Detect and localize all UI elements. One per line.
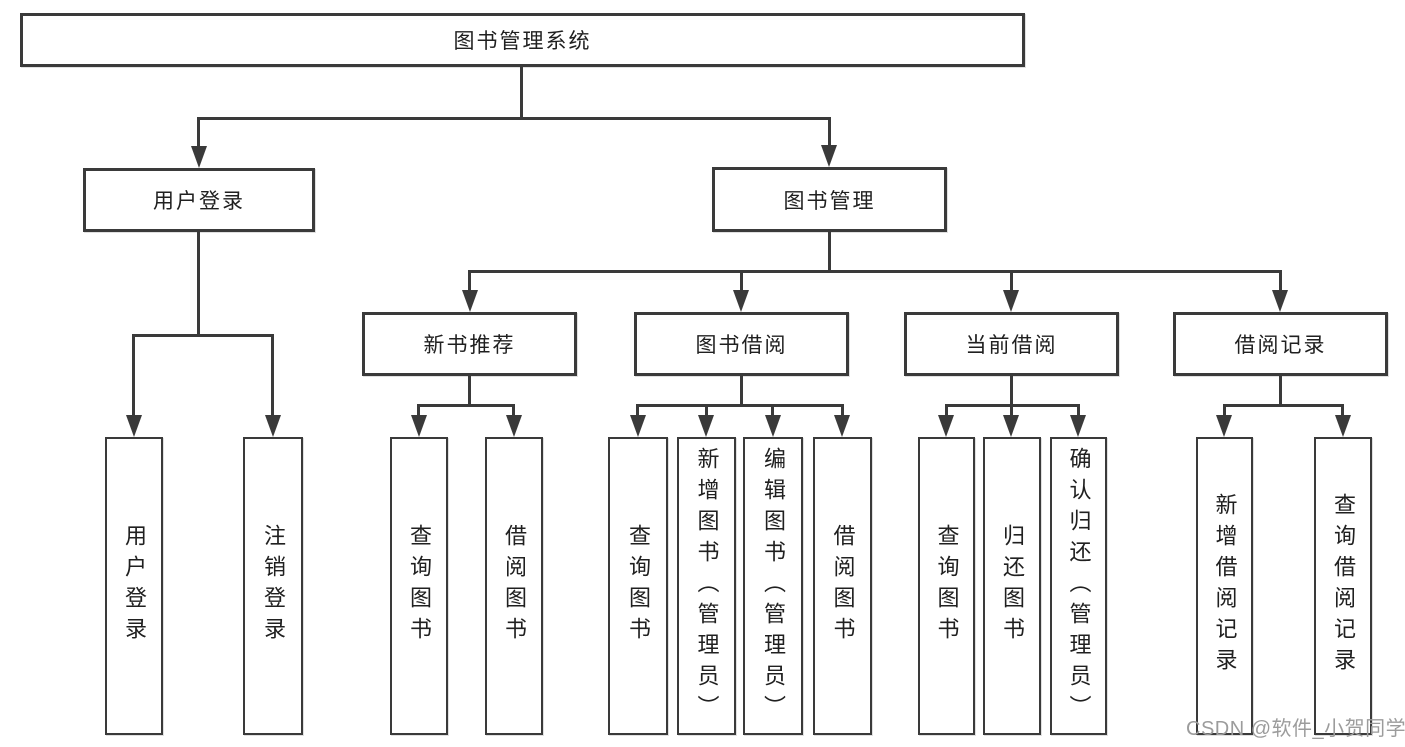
- connector-line: [468, 270, 1282, 273]
- leaf-confirm-return-admin: 确认归还（管理员）: [1050, 437, 1107, 735]
- connector-line: [197, 117, 831, 120]
- arrowhead-down-icon: [630, 415, 646, 437]
- node-label: 用户登录: [153, 190, 245, 213]
- watermark: CSDN @软件_小贺同学: [1186, 718, 1405, 740]
- arrowhead-down-icon: [191, 146, 207, 168]
- connector-line: [740, 270, 743, 294]
- connector-line: [1341, 404, 1344, 418]
- leaf-return-book: 归还图书: [983, 437, 1041, 735]
- leaf-label: 用户登录: [122, 524, 147, 648]
- connector-line: [417, 404, 420, 418]
- node-new-book-recommend: 新书推荐: [362, 312, 577, 376]
- leaf-query-books-borrowing: 查询图书: [608, 437, 668, 735]
- connector-line: [417, 404, 515, 407]
- arrowhead-down-icon: [834, 415, 850, 437]
- connector-line: [1010, 375, 1013, 407]
- leaf-query-borrow-record: 查询借阅记录: [1314, 437, 1372, 735]
- leaf-edit-book-admin: 编辑图书（管理员）: [743, 437, 803, 735]
- node-label: 当前借阅: [965, 334, 1058, 357]
- arrowhead-down-icon: [765, 415, 781, 437]
- leaf-label: 借阅图书: [502, 524, 527, 648]
- node-user-login: 用户登录: [83, 168, 315, 232]
- connector-line: [1279, 270, 1282, 294]
- connector-line: [197, 231, 200, 337]
- leaf-query-books-recommend: 查询图书: [390, 437, 448, 735]
- leaf-label: 新增借阅记录: [1212, 493, 1238, 679]
- arrowhead-down-icon: [1216, 415, 1232, 437]
- arrowhead-down-icon: [1335, 415, 1351, 437]
- node-book-management: 图书管理: [712, 167, 947, 232]
- leaf-borrow-books-borrowing: 借阅图书: [813, 437, 872, 735]
- leaf-label: 新增图书（管理员）: [694, 446, 720, 726]
- connector-line: [636, 404, 843, 407]
- arrowhead-down-icon: [126, 415, 142, 437]
- connector-line: [828, 231, 831, 273]
- connector-line: [636, 404, 639, 418]
- leaf-logout: 注销登录: [243, 437, 303, 735]
- connector-line: [132, 334, 274, 337]
- node-label: 图书借阅: [695, 334, 788, 357]
- connector-line: [1223, 404, 1343, 407]
- leaf-label: 查询借阅记录: [1331, 493, 1356, 679]
- node-label: 借阅记录: [1234, 334, 1327, 357]
- leaf-add-book-admin: 新增图书（管理员）: [677, 437, 736, 735]
- connector-line: [945, 404, 948, 418]
- connector-line: [828, 117, 831, 149]
- connector-line: [197, 117, 200, 150]
- connector-line: [132, 334, 135, 419]
- leaf-label: 编辑图书（管理员）: [761, 446, 786, 726]
- connector-line: [1010, 404, 1013, 418]
- connector-line: [1223, 404, 1226, 418]
- leaf-label: 确认归还（管理员）: [1066, 446, 1092, 726]
- node-library-management-system: 图书管理系统: [20, 13, 1025, 67]
- leaf-label: 归还图书: [1000, 524, 1025, 648]
- arrowhead-down-icon: [1003, 290, 1019, 312]
- connector-line: [740, 375, 743, 407]
- leaf-label: 查询图书: [626, 524, 651, 648]
- node-label: 图书管理: [783, 189, 876, 213]
- node-label: 图书管理系统: [453, 30, 592, 53]
- connector-line: [520, 66, 523, 119]
- leaf-user-login: 用户登录: [105, 437, 163, 735]
- node-label: 新书推荐: [423, 334, 516, 357]
- leaf-add-borrow-record: 新增借阅记录: [1196, 437, 1253, 735]
- arrowhead-down-icon: [1070, 415, 1086, 437]
- connector-line: [1010, 270, 1013, 294]
- arrowhead-down-icon: [265, 415, 281, 437]
- arrowhead-down-icon: [698, 415, 714, 437]
- connector-line: [705, 404, 708, 418]
- leaf-query-books-current: 查询图书: [918, 437, 975, 735]
- connector-line: [271, 334, 274, 419]
- arrowhead-down-icon: [1003, 415, 1019, 437]
- leaf-label: 查询图书: [407, 524, 432, 648]
- connector-line: [1279, 375, 1282, 407]
- connector-line: [1077, 404, 1080, 418]
- connector-line: [468, 375, 471, 407]
- leaf-borrow-books-recommend: 借阅图书: [485, 437, 543, 735]
- node-book-borrowing: 图书借阅: [634, 312, 849, 376]
- connector-line: [468, 270, 471, 294]
- leaf-label: 注销登录: [261, 524, 286, 648]
- leaf-label: 查询图书: [934, 524, 960, 648]
- leaf-label: 借阅图书: [830, 524, 856, 648]
- arrowhead-down-icon: [938, 415, 954, 437]
- connector-line: [841, 404, 844, 418]
- arrowhead-down-icon: [733, 290, 749, 312]
- node-current-borrowing: 当前借阅: [904, 312, 1119, 376]
- connector-line: [771, 404, 774, 418]
- arrowhead-down-icon: [506, 415, 522, 437]
- arrowhead-down-icon: [411, 415, 427, 437]
- arrowhead-down-icon: [1272, 290, 1288, 312]
- arrowhead-down-icon: [462, 290, 478, 312]
- arrowhead-down-icon: [821, 145, 837, 167]
- node-borrowing-records: 借阅记录: [1173, 312, 1388, 376]
- connector-line: [512, 404, 515, 418]
